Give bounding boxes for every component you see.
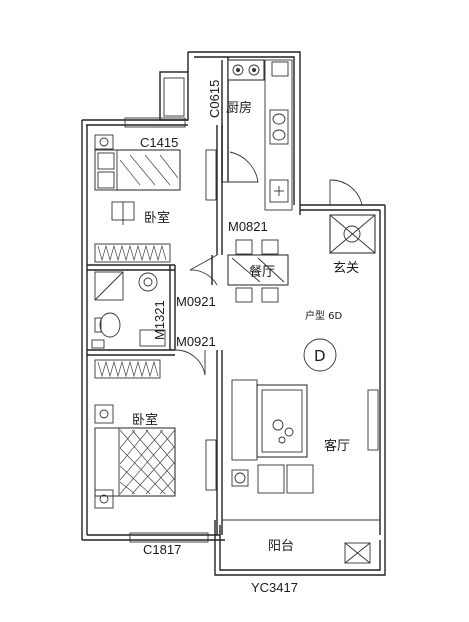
unit-letter: D: [314, 347, 326, 365]
bedroom-bottom-label: 卧室: [132, 412, 158, 428]
door-code-m1321: M1321: [152, 300, 167, 340]
window-code-c1817: C1817: [143, 542, 181, 557]
living-label: 客厅: [324, 438, 350, 454]
outer-walls: [81, 51, 386, 576]
dining-table: [227, 239, 289, 303]
entrance-label: 玄关: [333, 261, 359, 276]
door-code-m0921-bottom: M0921: [176, 334, 216, 349]
living-furniture: [231, 338, 379, 564]
entrance-cabinet: [329, 214, 376, 254]
doors: [174, 151, 363, 376]
window-code-c0615: C0615: [207, 80, 222, 118]
bedroom-top-label: 卧室: [144, 210, 170, 226]
unit-type-label: 户型 6D: [305, 309, 343, 322]
balcony-label: 阳台: [268, 539, 294, 554]
kitchen-label: 厨房: [226, 100, 252, 116]
window-code-yc3417: YC3417: [251, 580, 298, 595]
window-code-c1415: C1415: [140, 135, 178, 150]
bathroom-fixtures: [91, 271, 166, 349]
dining-label: 餐厅: [249, 264, 275, 280]
door-code-m0921-top: M0921: [176, 294, 216, 309]
lower-bedroom-fixtures: [94, 359, 217, 543]
top-bedroom-fixtures: [94, 117, 217, 263]
inner-walls: [87, 57, 380, 535]
kitchen-fixtures: [227, 59, 293, 211]
door-code-m0821: M0821: [228, 219, 268, 234]
